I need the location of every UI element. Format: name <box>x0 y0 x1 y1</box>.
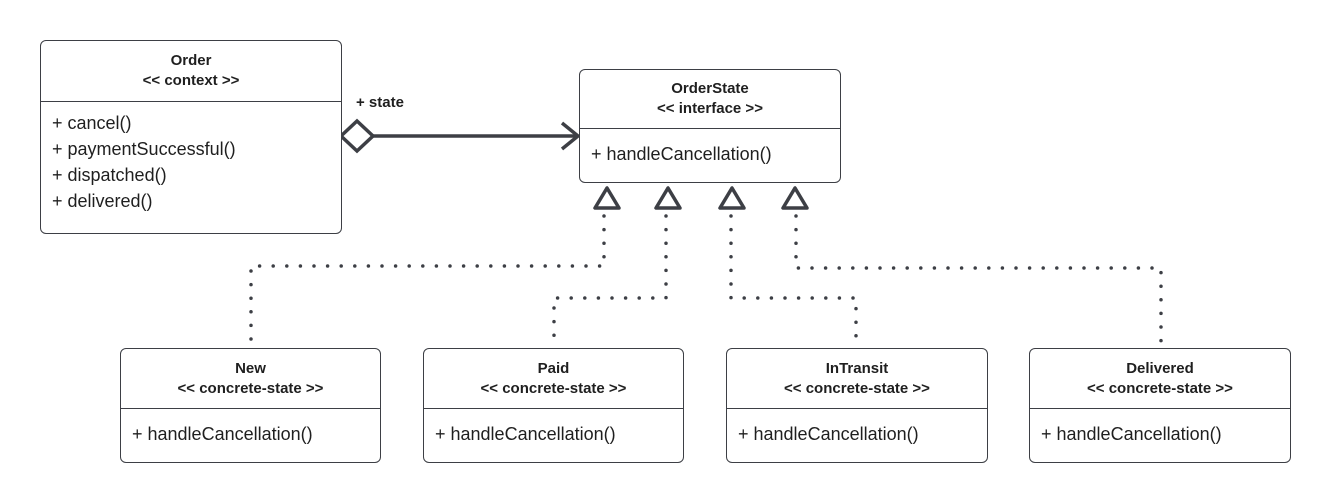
orderstate-name: OrderState <box>671 80 749 97</box>
delivered-state-method-list: + handleCancellation() <box>1030 409 1290 447</box>
order-method: + cancel() <box>52 113 132 133</box>
aggregation-diamond-icon <box>338 118 376 154</box>
intransit-state-method-list: + handleCancellation() <box>727 409 987 447</box>
paid-state-name: Paid <box>537 359 570 377</box>
delivered-state-header: Delivered << concrete-state >> <box>1030 349 1290 409</box>
realization-triangle-paid-icon <box>654 186 682 210</box>
intransit-state-header: InTransit << concrete-state >> <box>727 349 987 409</box>
realization-line-intransit <box>729 214 858 346</box>
order-method: + delivered() <box>52 191 153 211</box>
new-state-method: + handleCancellation() <box>132 424 313 444</box>
orderstate-stereotype: << interface >> <box>657 100 763 117</box>
delivered-state-stereotype: << concrete-state >> <box>1087 379 1233 397</box>
new-state-box[interactable]: New << concrete-state >> + handleCancell… <box>120 348 381 463</box>
delivered-state-method: + handleCancellation() <box>1041 424 1222 444</box>
orderstate-header: OrderState << interface >> <box>580 70 840 129</box>
new-state-stereotype: << concrete-state >> <box>177 379 324 397</box>
delivered-state-name: Delivered <box>1126 359 1194 377</box>
order-class-stereotype: << context >> <box>142 72 240 89</box>
paid-state-stereotype: << concrete-state >> <box>480 379 627 397</box>
paid-state-box[interactable]: Paid << concrete-state >> + handleCancel… <box>423 348 684 463</box>
orderstate-method-list: + handleCancellation() <box>580 129 840 167</box>
realization-triangle-intransit-icon <box>718 186 746 210</box>
order-method: + paymentSuccessful() <box>52 139 236 159</box>
order-method-list: + cancel() + paymentSuccessful() + dispa… <box>41 102 341 214</box>
paid-state-method: + handleCancellation() <box>435 424 616 444</box>
realization-triangle-new-icon <box>593 186 621 210</box>
new-state-method-list: + handleCancellation() <box>121 409 380 447</box>
delivered-state-box[interactable]: Delivered << concrete-state >> + handleC… <box>1029 348 1291 463</box>
realization-line-new <box>249 214 606 346</box>
intransit-state-method: + handleCancellation() <box>738 424 919 444</box>
orderstate-method: + handleCancellation() <box>591 144 772 164</box>
paid-state-method-list: + handleCancellation() <box>424 409 683 447</box>
new-state-name: New <box>235 359 266 377</box>
association-label: + state <box>356 94 404 111</box>
paid-state-header: Paid << concrete-state >> <box>424 349 683 409</box>
intransit-state-name: InTransit <box>825 359 889 377</box>
order-class-name: Order <box>170 52 212 69</box>
association-arrowhead <box>560 121 581 151</box>
realization-triangle-delivered-icon <box>781 186 809 210</box>
realization-line-delivered <box>794 214 1163 346</box>
order-class-box[interactable]: Order << context >> + cancel() + payment… <box>40 40 342 234</box>
realization-line-paid <box>552 214 668 346</box>
orderstate-interface-box[interactable]: OrderState << interface >> + handleCance… <box>579 69 841 183</box>
new-state-header: New << concrete-state >> <box>121 349 380 409</box>
intransit-state-box[interactable]: InTransit << concrete-state >> + handleC… <box>726 348 988 463</box>
order-class-header: Order << context >> <box>41 41 341 102</box>
intransit-state-stereotype: << concrete-state >> <box>784 379 930 397</box>
order-method: + dispatched() <box>52 165 167 185</box>
